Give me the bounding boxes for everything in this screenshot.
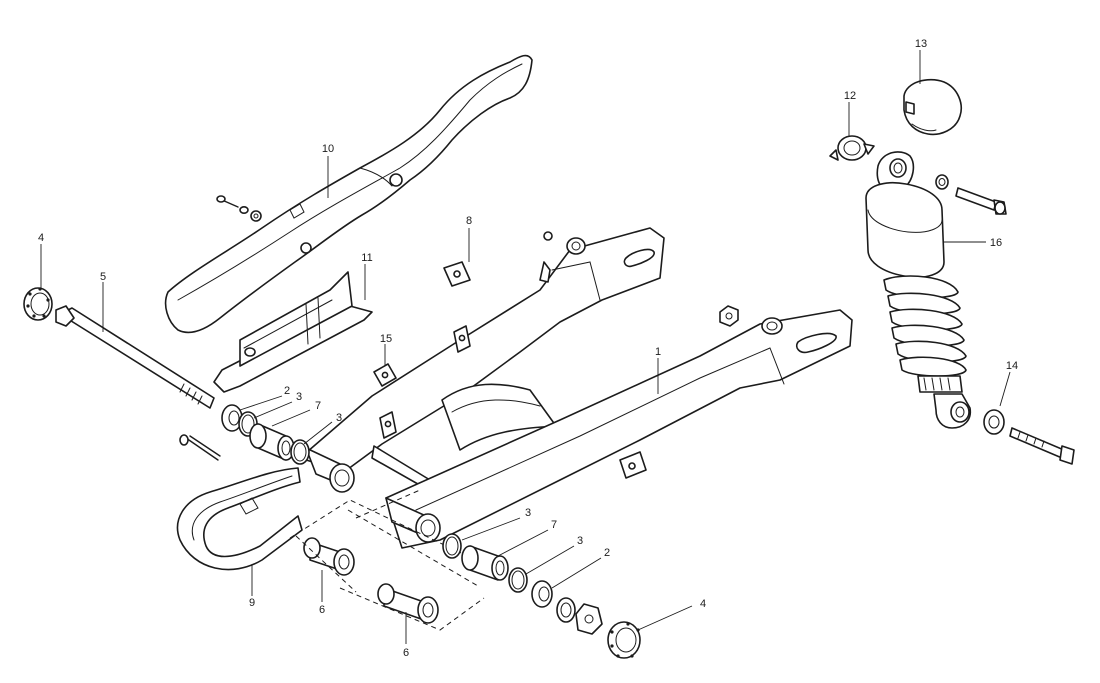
callout-3-left: 3 [296, 391, 302, 403]
callout-12: 12 [844, 90, 856, 102]
chain-slider-bolt-part [179, 434, 221, 461]
callout-15: 15 [380, 333, 392, 345]
bushing-6-left-part [303, 537, 355, 576]
washer-2-right-part [531, 580, 553, 608]
axle-cap-left-part [23, 287, 53, 321]
swingarm-part [299, 227, 853, 549]
callout-2-right: 2 [604, 547, 610, 559]
chain-slider-part [176, 467, 303, 571]
shock-upper-bolt-part [935, 174, 1007, 215]
bearing-7-right-part [461, 545, 509, 581]
callout-8: 8 [466, 215, 472, 227]
shock-absorber-part [865, 151, 972, 429]
shock-clip-part [829, 135, 875, 161]
callouts: 10 11 8 15 4 5 2 3 7 3 1 3 7 3 2 4 9 6 6… [38, 38, 1018, 659]
swingarm-nut-part [719, 305, 739, 327]
callout-3-left2: 3 [336, 412, 342, 424]
seal-3-right-part [442, 533, 462, 559]
callout-7-right: 7 [551, 519, 557, 531]
callout-3-right2: 3 [577, 535, 583, 547]
callout-2-left: 2 [284, 385, 290, 397]
callout-10: 10 [322, 143, 334, 155]
leader-lines [40, 50, 1011, 644]
callout-4-right: 4 [700, 598, 706, 610]
callout-4-left: 4 [38, 232, 44, 244]
callout-5: 5 [100, 271, 106, 283]
callout-6-right: 6 [403, 647, 409, 659]
pivot-nut-part [575, 603, 603, 635]
seal-3-left2-part [290, 439, 310, 465]
shock-lower-bolt-part [1009, 427, 1075, 465]
pivot-bolt-part [55, 305, 215, 409]
clip-nut-15-part [373, 363, 397, 387]
axle-cap-right-part [607, 621, 641, 659]
callout-6-left: 6 [319, 604, 325, 616]
chain-guard-part [164, 54, 533, 334]
seal-3-right2-part [508, 567, 528, 593]
callout-1: 1 [655, 346, 661, 358]
callout-9: 9 [249, 597, 255, 609]
chain-guard-bracket-part [213, 271, 373, 393]
callout-7-left: 7 [315, 400, 321, 412]
callout-3-right: 3 [525, 507, 531, 519]
shock-cap-part [903, 78, 962, 136]
callout-16: 16 [990, 237, 1002, 249]
washer-2-left-part [221, 404, 243, 432]
alignment-dashed-lines [289, 489, 485, 631]
bearing-7-left-part [249, 423, 295, 461]
bushing-6-right-part [377, 583, 439, 624]
shock-lower-washer-part [983, 409, 1005, 435]
pivot-washer-part [556, 597, 576, 623]
callout-13: 13 [915, 38, 927, 50]
callout-11: 11 [361, 252, 372, 264]
chain-guard-screw-part [216, 195, 262, 222]
callout-14: 14 [1006, 360, 1018, 372]
clip-nut-8-part [443, 261, 471, 287]
